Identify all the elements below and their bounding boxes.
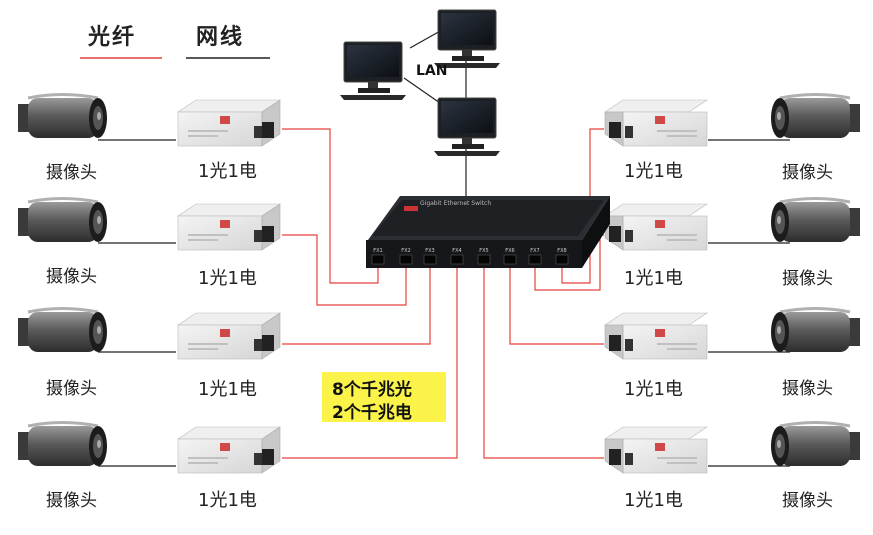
computer-icon <box>339 41 407 101</box>
converter-label: 1光1电 <box>624 490 683 511</box>
camera-icon <box>16 307 109 354</box>
switch-port <box>503 254 517 265</box>
camera-icon <box>769 197 862 244</box>
switch-port <box>371 254 385 265</box>
switch-port <box>423 254 437 265</box>
media-converter-icon <box>177 426 281 474</box>
converter-label: 1光1电 <box>624 161 683 182</box>
switch-title: Gigabit Ethernet Switch <box>420 200 492 207</box>
media-converter-icon <box>604 312 708 360</box>
camera-label: 摄像头 <box>46 267 97 287</box>
media-converter-icon <box>604 203 708 251</box>
converter-label: 1光1电 <box>198 490 257 511</box>
media-converter-icon <box>604 426 708 474</box>
camera-icon <box>16 93 109 140</box>
converter-label: 1光1电 <box>198 379 257 400</box>
media-converter-icon <box>177 312 281 360</box>
media-converter-icon <box>177 99 281 147</box>
switch-port-label: FX5 <box>479 248 488 254</box>
switch-port-label: FX3 <box>425 248 434 254</box>
switch-icon: FX1 FX2 FX3 FX4 FX5 FX6 FX7 FX8 <box>366 196 610 268</box>
switch-port-label: FX2 <box>401 248 410 254</box>
note-line-fiber: 8个千兆光 <box>332 380 412 400</box>
cable-legend-label: 网线 <box>196 25 245 50</box>
computer-icon <box>433 9 501 69</box>
switch-port-label: FX6 <box>505 248 514 254</box>
switch-port-label: FX8 <box>557 248 566 254</box>
switch-port-group: FX1 FX2 FX3 FX4 FX5 FX6 FX7 FX8 <box>371 248 569 265</box>
switch-port-label: FX1 <box>373 248 382 254</box>
note-line-copper: 2个千兆电 <box>332 403 412 423</box>
converter-label: 1光1电 <box>198 268 257 289</box>
camera-label: 摄像头 <box>46 379 97 399</box>
camera-icon <box>769 93 862 140</box>
camera-label: 摄像头 <box>782 491 833 511</box>
converter-label: 1光1电 <box>624 379 683 400</box>
switch-port <box>450 254 464 265</box>
converter-label: 1光1电 <box>624 268 683 289</box>
ethernet-links <box>98 29 790 467</box>
camera-label: 摄像头 <box>782 163 833 183</box>
computer-icon <box>433 97 501 157</box>
port-summary-note: 8个千兆光 2个千兆电 <box>322 372 446 423</box>
camera-label: 摄像头 <box>782 379 833 399</box>
switch-port <box>477 254 491 265</box>
fiber-links <box>282 128 604 459</box>
media-converter-icon <box>177 203 281 251</box>
camera-icon <box>16 421 109 468</box>
switch-port <box>399 254 413 265</box>
camera-label: 摄像头 <box>782 269 833 289</box>
switch-port-label: FX7 <box>530 248 539 254</box>
camera-icon <box>769 307 862 354</box>
camera-label: 摄像头 <box>46 163 97 183</box>
switch-port <box>528 254 542 265</box>
fiber-legend-label: 光纤 <box>88 25 137 50</box>
camera-label: 摄像头 <box>46 491 97 511</box>
media-converter-icon <box>604 99 708 147</box>
camera-icon <box>769 421 862 468</box>
switch-port <box>555 254 569 265</box>
converter-label: 1光1电 <box>198 161 257 182</box>
lan-label: LAN <box>416 63 448 79</box>
camera-icon <box>16 197 109 244</box>
switch-port-label: FX4 <box>452 248 461 254</box>
